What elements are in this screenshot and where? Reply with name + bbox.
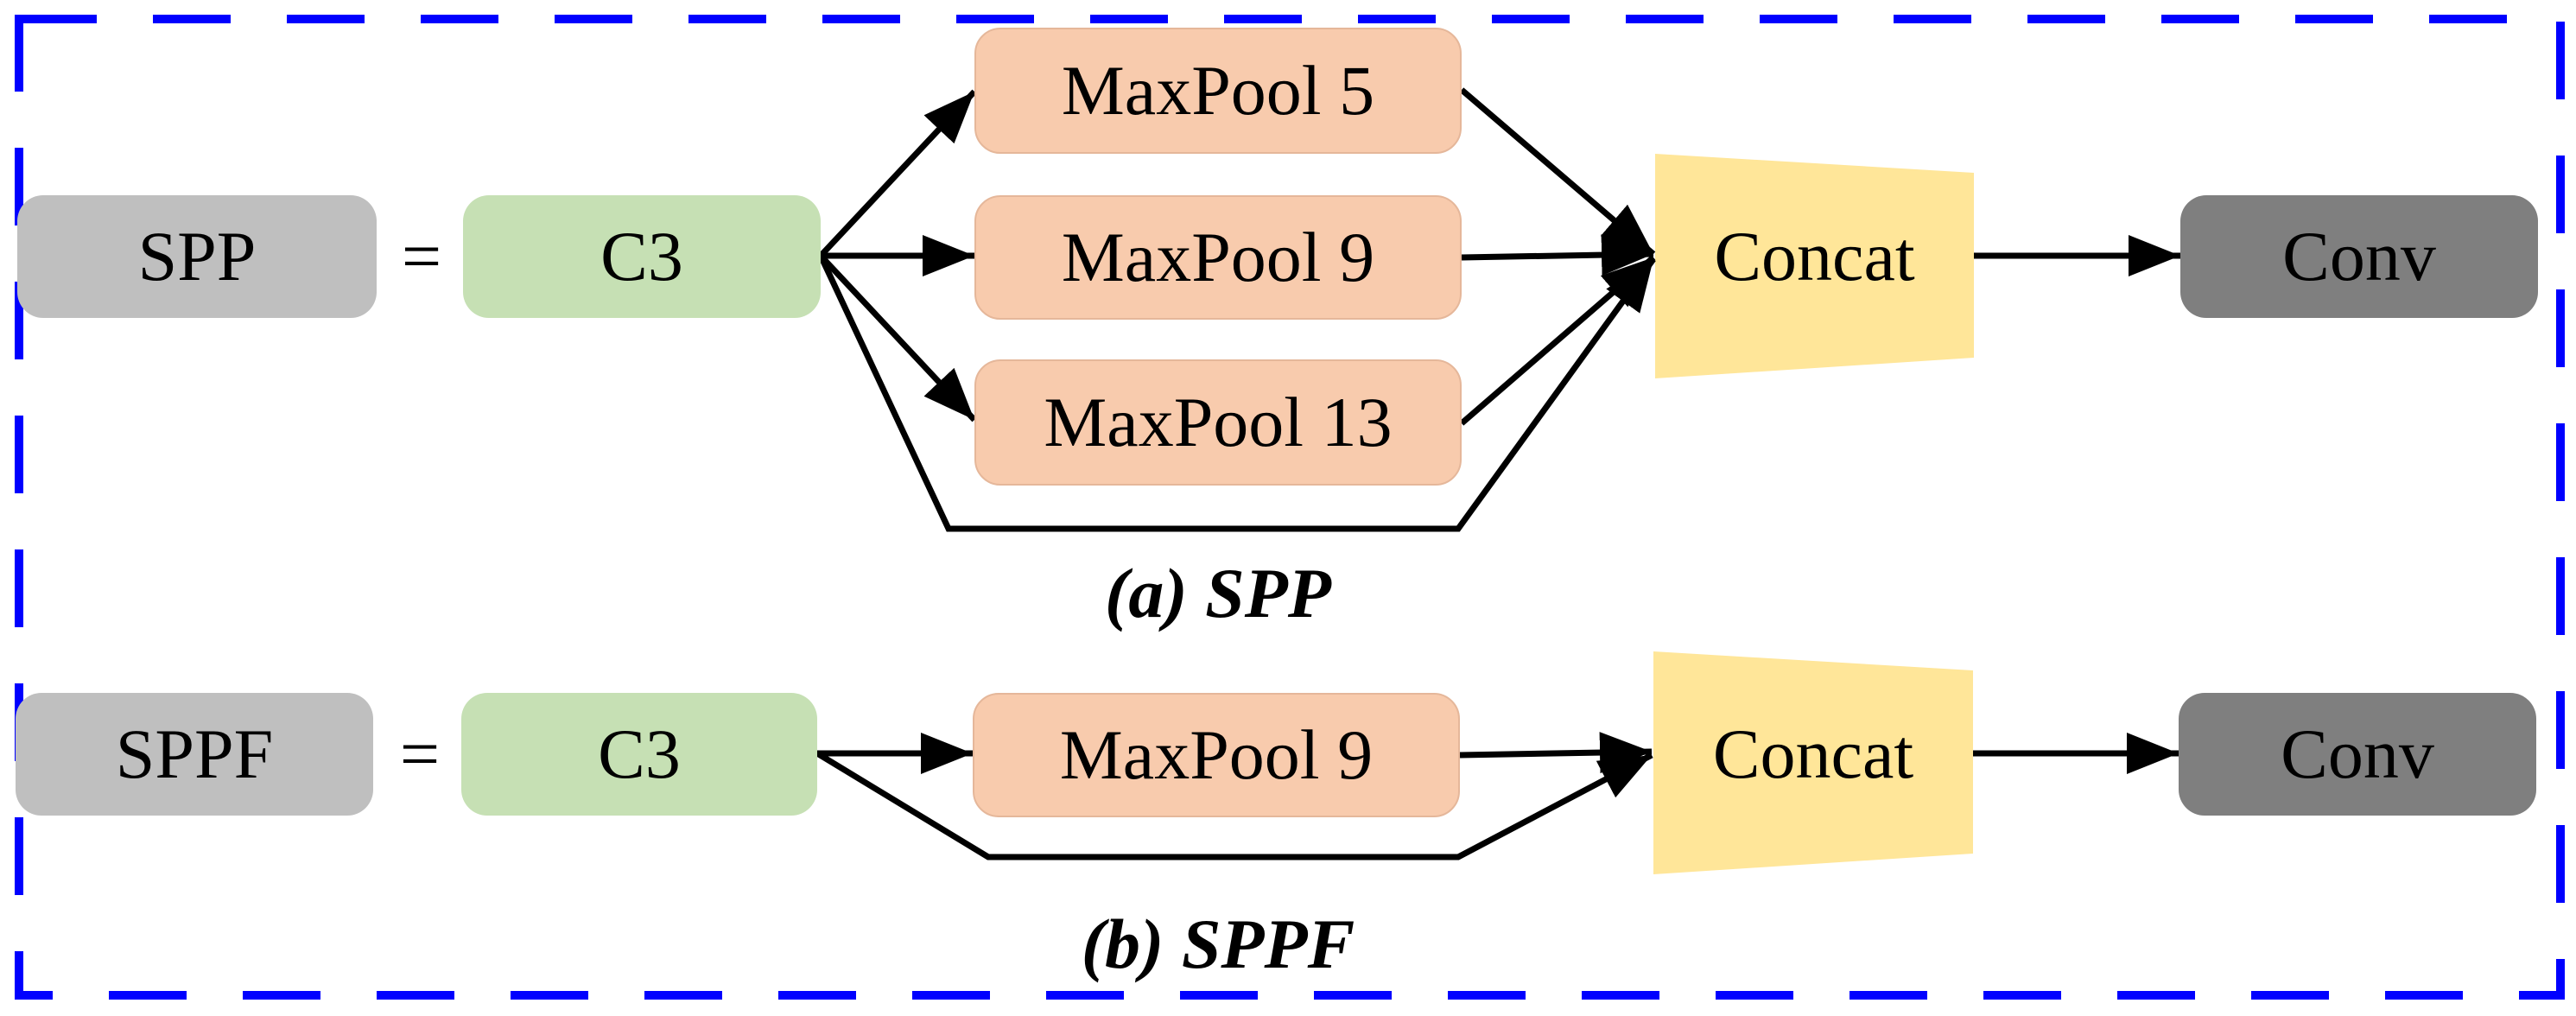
- spp-maxpool-13-label: MaxPool 13: [1044, 383, 1393, 461]
- spp-arrows: [817, 87, 2180, 532]
- spp-arrow-pool9-concat: [1461, 234, 1654, 276]
- sppf-equals-sign: =: [399, 714, 441, 793]
- spp-maxpool-9-label: MaxPool 9: [1061, 218, 1375, 296]
- spp-concat-label: Concat: [1714, 217, 1915, 295]
- spp-arrow-pool13-concat: [1459, 255, 1656, 426]
- spp-maxpool-5-label: MaxPool 5: [1061, 51, 1375, 130]
- spp-module-box: SPP: [17, 195, 377, 318]
- spp-arrow-c3-pool13: [818, 253, 977, 422]
- sppf-c3-label: C3: [598, 714, 681, 793]
- spp-module-label: SPP: [137, 217, 257, 295]
- dashed-frame: [15, 15, 2565, 1000]
- sppf-conv-label: Conv: [2281, 714, 2434, 793]
- spp-maxpool-13-box: MaxPool 13: [974, 359, 1462, 486]
- spp-arrow-bypass: [817, 254, 1656, 532]
- sppf-concat-shape: [1653, 651, 1973, 874]
- sppf-maxpool-9-label: MaxPool 9: [1059, 715, 1374, 794]
- sppf-c3-box: C3: [461, 693, 817, 816]
- spp-maxpool-5-box: MaxPool 5: [974, 28, 1462, 154]
- spp-c3-box: C3: [463, 195, 821, 318]
- sppf-arrow-bypass: [815, 751, 1653, 860]
- spp-caption: (a) SPP: [1105, 554, 1331, 632]
- sppf-arrow-pool9-concat: [1459, 732, 1653, 774]
- spp-concat-shape: [1655, 154, 1974, 378]
- spp-equals-sign: =: [401, 217, 442, 295]
- sppf-arrows: [815, 732, 2179, 860]
- spp-arrow-pool5-concat: [1459, 87, 1656, 257]
- sppf-module-box: SPPF: [16, 693, 373, 816]
- spp-c3-label: C3: [600, 217, 683, 295]
- sppf-module-label: SPPF: [115, 714, 274, 793]
- sppf-concat-label: Concat: [1712, 714, 1914, 793]
- sppf-conv-box: Conv: [2179, 693, 2536, 816]
- sppf-caption: (b) SPPF: [1081, 905, 1355, 983]
- sppf-maxpool-9-box: MaxPool 9: [973, 693, 1460, 817]
- spp-conv-label: Conv: [2282, 217, 2436, 295]
- spp-conv-box: Conv: [2180, 195, 2538, 318]
- spp-arrow-c3-pool5: [818, 89, 977, 258]
- spp-maxpool-9-box: MaxPool 9: [974, 195, 1462, 320]
